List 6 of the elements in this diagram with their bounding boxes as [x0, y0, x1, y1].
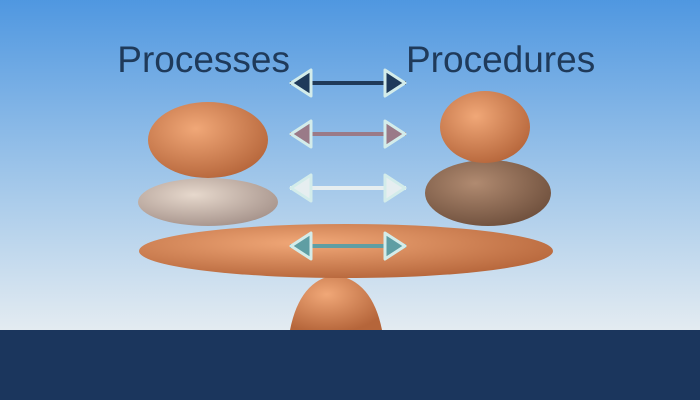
- heading-text: Processes: [117, 38, 290, 82]
- double-arrow: [290, 174, 406, 202]
- double-arrow: [290, 68, 406, 98]
- double-arrow: [290, 232, 406, 260]
- heading-text: Procedures: [406, 38, 596, 82]
- double-arrow: [290, 120, 406, 148]
